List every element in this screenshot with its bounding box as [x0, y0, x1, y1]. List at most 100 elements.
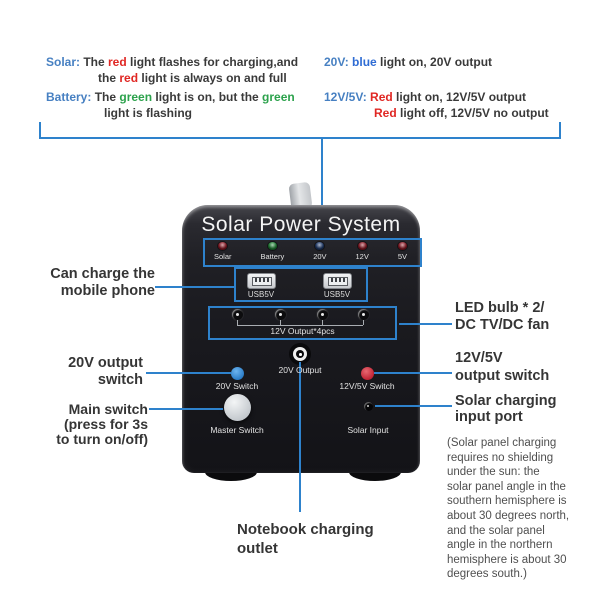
20v-led-light: [315, 242, 325, 250]
legend-solar-line-2: the red light is always on and full: [98, 71, 287, 85]
text-segment: light is on, but the: [152, 90, 263, 104]
connector-switch-12v5v: [374, 372, 452, 374]
usb-pin: [262, 278, 265, 282]
connector-usb: [155, 286, 234, 288]
12v-led-light: [357, 242, 367, 250]
annotation-notebook: Notebook charging outlet: [237, 520, 374, 558]
legend-battery-line-1: Battery: The green light is on, but the …: [46, 90, 295, 104]
led-12v: 12V: [356, 242, 369, 265]
switch-12v5v-button: [360, 366, 374, 380]
battery-led-label: Battery: [260, 252, 285, 261]
annotation-dc-line-1: LED bulb * 2/: [455, 300, 545, 316]
legend-battery-line-2: light is flashing: [104, 106, 192, 120]
master-switch-button: [223, 393, 251, 421]
device-title: Solar Power System: [201, 213, 401, 236]
text-segment: the: [98, 71, 120, 85]
annotation-usb-line-2: mobile phone: [60, 283, 155, 299]
note-line: requires no shielding: [447, 451, 554, 464]
text-segment-blue: blue: [352, 55, 377, 69]
dc-bracket-tick: [237, 320, 238, 325]
dc-jack-3: [316, 309, 328, 320]
legend-20v-line: 20V: blue light on, 20V output: [324, 55, 492, 69]
text-segment: The: [94, 90, 120, 104]
note-line: and the solar panel: [447, 524, 545, 537]
switch-20v-label: 20V Switch: [215, 381, 259, 391]
note-line: degrees south.): [447, 568, 527, 581]
annotation-dc-line-2: DC TV/DC fan: [455, 316, 550, 333]
annotation-solar-input: Solar charging input port: [455, 393, 557, 425]
usb-panel: USB5V USB5V: [234, 267, 368, 302]
connector-solar-input: [375, 405, 452, 407]
note-line: about 30 degrees north,: [447, 509, 570, 522]
port-ring: [293, 347, 307, 361]
switch-12v5v-label: 12V/5V Switch: [339, 381, 395, 391]
annotation-switch-20v-line-2: switch: [97, 372, 143, 388]
led-solar: Solar: [214, 242, 232, 265]
text-segment: light is always on and full: [138, 71, 287, 85]
battery-led-light: [267, 242, 277, 250]
port-hole: [296, 350, 304, 358]
12v-led-label: 12V: [355, 252, 369, 261]
led-20v: 20V: [313, 242, 327, 265]
dc-jack-4: [357, 309, 369, 320]
output-port-20v: [289, 343, 311, 365]
usb-port-2-slot: [327, 277, 348, 286]
annotation-switch-12v5v-line-2: output switch: [455, 367, 550, 384]
legend-12v5v-label: 12V/5V:: [324, 90, 371, 104]
legend-solar-line-1: Solar: The red light flashes for chargin…: [46, 55, 298, 69]
output-port-20v-label: 20V Output: [278, 365, 322, 375]
usb-pin: [338, 278, 341, 282]
usb-port-2-label: USB5V: [323, 290, 351, 299]
solar-led-light: [218, 242, 228, 250]
note-line: angle in the northern: [447, 539, 553, 552]
note-line: hemisphere is about 30: [447, 553, 567, 566]
text-segment: light on, 12V/5V output: [392, 90, 527, 104]
callout-bracket-stem: [321, 139, 323, 238]
usb-port-1: [246, 273, 276, 289]
usb-pin: [330, 278, 333, 282]
annotation-master: Main switch (press for 3s to turn on/off…: [18, 401, 148, 448]
legend-12v5v-line-1: 12V/5V: Red light on, 12V/5V output: [324, 90, 526, 104]
connector-master: [149, 408, 223, 410]
master-switch-label: Master Switch: [210, 425, 264, 435]
annotation-usb-line-1: Can charge the: [50, 266, 155, 282]
note-line: (Solar panel charging: [447, 437, 557, 449]
annotation-switch-20v-line-1: 20V output: [68, 355, 143, 371]
usb-port-1-slot: [251, 277, 272, 286]
5v-led-light: [397, 242, 407, 250]
text-segment: light off, 12V/5V no output: [396, 106, 549, 120]
legend-battery-label: Battery:: [46, 90, 95, 104]
dc-bracket-tick: [363, 320, 364, 325]
annotation-master-line-2: (press for 3s: [63, 416, 148, 433]
dc-output-label: 12V Output*4pcs: [270, 326, 335, 336]
text-segment-red: red: [108, 55, 127, 69]
dc-bracket: [237, 325, 363, 326]
text-segment-red: Red: [370, 90, 393, 104]
solar-led-label: Solar: [214, 252, 232, 261]
legend-20v-label: 20V:: [324, 55, 353, 69]
text-segment: The: [83, 55, 109, 69]
20v-led-label: 20V: [313, 252, 327, 261]
annotation-dc: LED bulb * 2/ DC TV/DC fan: [455, 300, 549, 333]
dc-jack-2: [274, 309, 286, 320]
port-pin-dot: [299, 353, 302, 356]
led-5v: 5V: [398, 242, 407, 265]
usb-port-1-group: USB5V: [244, 273, 278, 299]
note-line: southern hemisphere is: [447, 495, 567, 508]
dc-jack-1: [231, 309, 243, 320]
usb-pin: [342, 278, 345, 282]
led-indicator-panel: Solar Battery 20V 12V 5V: [203, 238, 422, 267]
annotation-solar-input-line-1: Solar charging: [455, 393, 557, 409]
text-segment-green: green: [119, 90, 153, 104]
dc-bracket-tick: [280, 320, 281, 325]
callout-bracket-horizontal: [39, 137, 561, 139]
switch-20v-button: [230, 366, 244, 380]
usb-pin: [254, 278, 257, 282]
text-segment-red: red: [119, 71, 139, 85]
text-segment: light is flashing: [104, 106, 193, 120]
text-segment: light on, 20V output: [376, 55, 493, 69]
device-body: Solar Power System Solar Battery 20V 12V: [182, 205, 422, 473]
annotation-usb: Can charge the mobile phone: [30, 266, 155, 300]
callout-bracket-left-riser: [39, 122, 41, 139]
connector-switch-20v: [146, 372, 231, 374]
